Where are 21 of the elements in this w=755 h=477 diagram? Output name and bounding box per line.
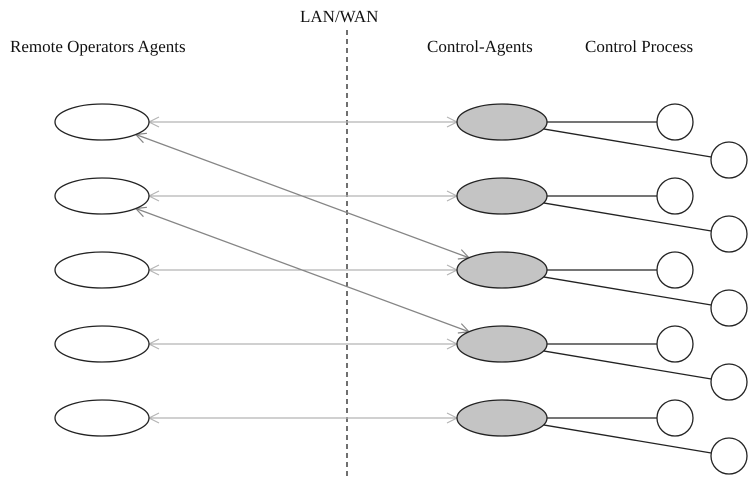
connector-line (547, 417, 657, 419)
arrow (148, 264, 458, 276)
connector-line (543, 276, 712, 306)
connector-line (547, 343, 657, 345)
connector-line (543, 128, 712, 158)
column-heading: Control Process (585, 38, 694, 57)
column-heading: LAN/WAN (300, 8, 378, 27)
connector-line (547, 195, 657, 197)
arrow (148, 338, 458, 350)
connector-line (543, 202, 712, 232)
arrow (135, 132, 470, 260)
connector-line (543, 350, 712, 380)
connector-line (543, 424, 712, 454)
column-heading: Control-Agents (427, 38, 533, 57)
connector-line (547, 121, 657, 123)
connector-line (547, 269, 657, 271)
arrow (135, 206, 470, 334)
arrow (148, 116, 458, 128)
column-heading: Remote Operators Agents (10, 38, 186, 57)
arrow (148, 190, 458, 202)
arrow (148, 412, 458, 424)
